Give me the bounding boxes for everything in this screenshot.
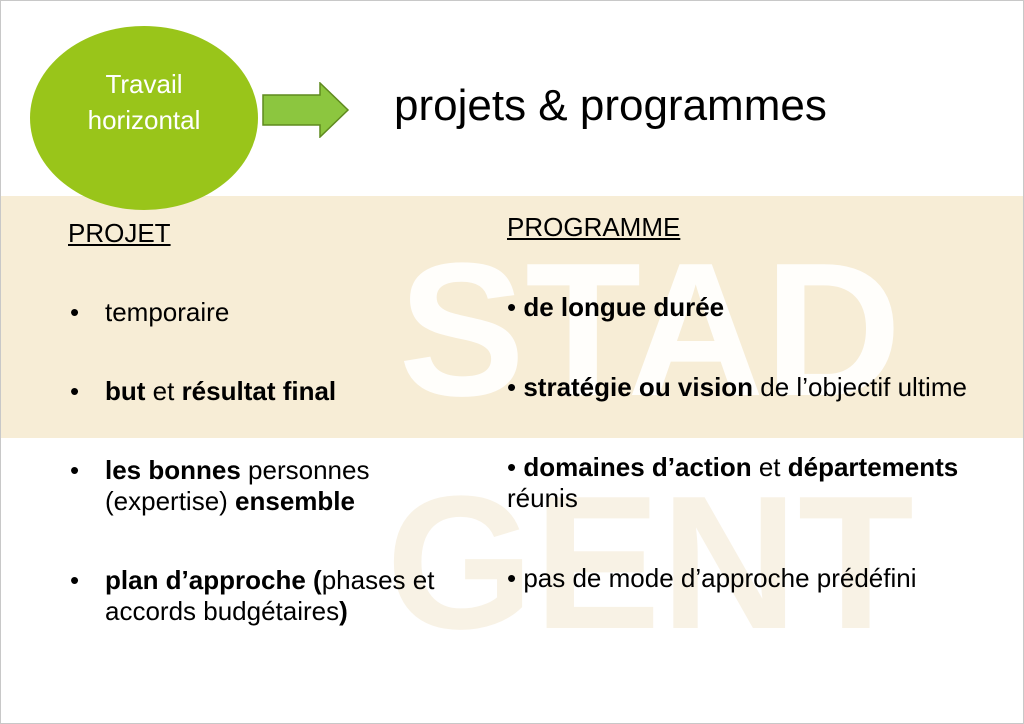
list-item: • plan d’approche (phases et accords bud… [68,565,468,627]
bullet-icon: • [507,292,524,322]
bullet-icon: • [70,297,80,327]
bullet-icon: • [70,376,80,406]
projet-item-text: personnes (expertise) [105,455,370,516]
projet-item-text: et [145,376,182,406]
page-title: projets & programmes [394,81,827,130]
projet-list: • temporaire • but et résultat final • l… [68,297,468,627]
list-item: • temporaire [68,297,468,328]
programme-item-bold: stratégie ou vision [523,372,754,402]
bullet-icon: • [70,565,80,595]
projet-item-bold: les bonnes [105,455,241,485]
badge-line-2: horizontal [87,105,201,135]
projet-item-bold: résultat final [181,376,337,406]
programme-list: • de longue durée • stratégie ou vision … [507,292,1007,594]
list-item: • stratégie ou vision de l’objectif ulti… [507,372,1007,403]
travail-horizontal-badge: Travail horizontal [30,26,258,210]
badge-line-1: Travail [105,69,183,99]
projet-heading: PROJET [68,218,171,248]
programme-item-text: pas de mode d’approche prédéfini [523,563,917,593]
content-band [0,196,1024,438]
list-item: • les bonnes personnes (expertise) ensem… [68,455,468,517]
programme-heading: PROGRAMME [507,212,681,242]
programme-item-text: réunis [507,483,578,513]
list-item: • pas de mode d’approche prédéfini [507,563,1007,594]
programme-item-text: de l’objectif ultime [753,372,967,402]
projet-item-bold: ) [339,596,348,626]
list-item: • but et résultat final [68,376,468,407]
bullet-icon: • [507,372,524,402]
list-item: • domaines d’action et départements réun… [507,452,1007,514]
programme-item-text: et [751,452,788,482]
projet-item-text: phases et accords budgétaires [105,565,435,626]
projet-item-bold: ensemble [235,486,355,516]
projet-column: PROJET • temporaire • but et résultat fi… [68,218,468,627]
watermark-gent: GENT [386,457,914,669]
programme-column: PROGRAMME • de longue durée • stratégie … [507,212,1007,594]
projet-item-bold: but [105,376,146,406]
bullet-icon: • [507,563,524,593]
programme-item-bold: de longue durée [523,292,725,322]
list-item: • de longue durée [507,292,1007,323]
programme-item-bold: domaines d’action [523,452,752,482]
watermark-stad: STAD [398,224,901,436]
programme-item-bold: départements [787,452,959,482]
bullet-icon: • [70,455,80,485]
projet-item-text: temporaire [105,297,230,327]
right-arrow-icon [262,82,350,138]
projet-item-bold: plan d’approche ( [105,565,322,595]
bullet-icon: • [507,452,524,482]
